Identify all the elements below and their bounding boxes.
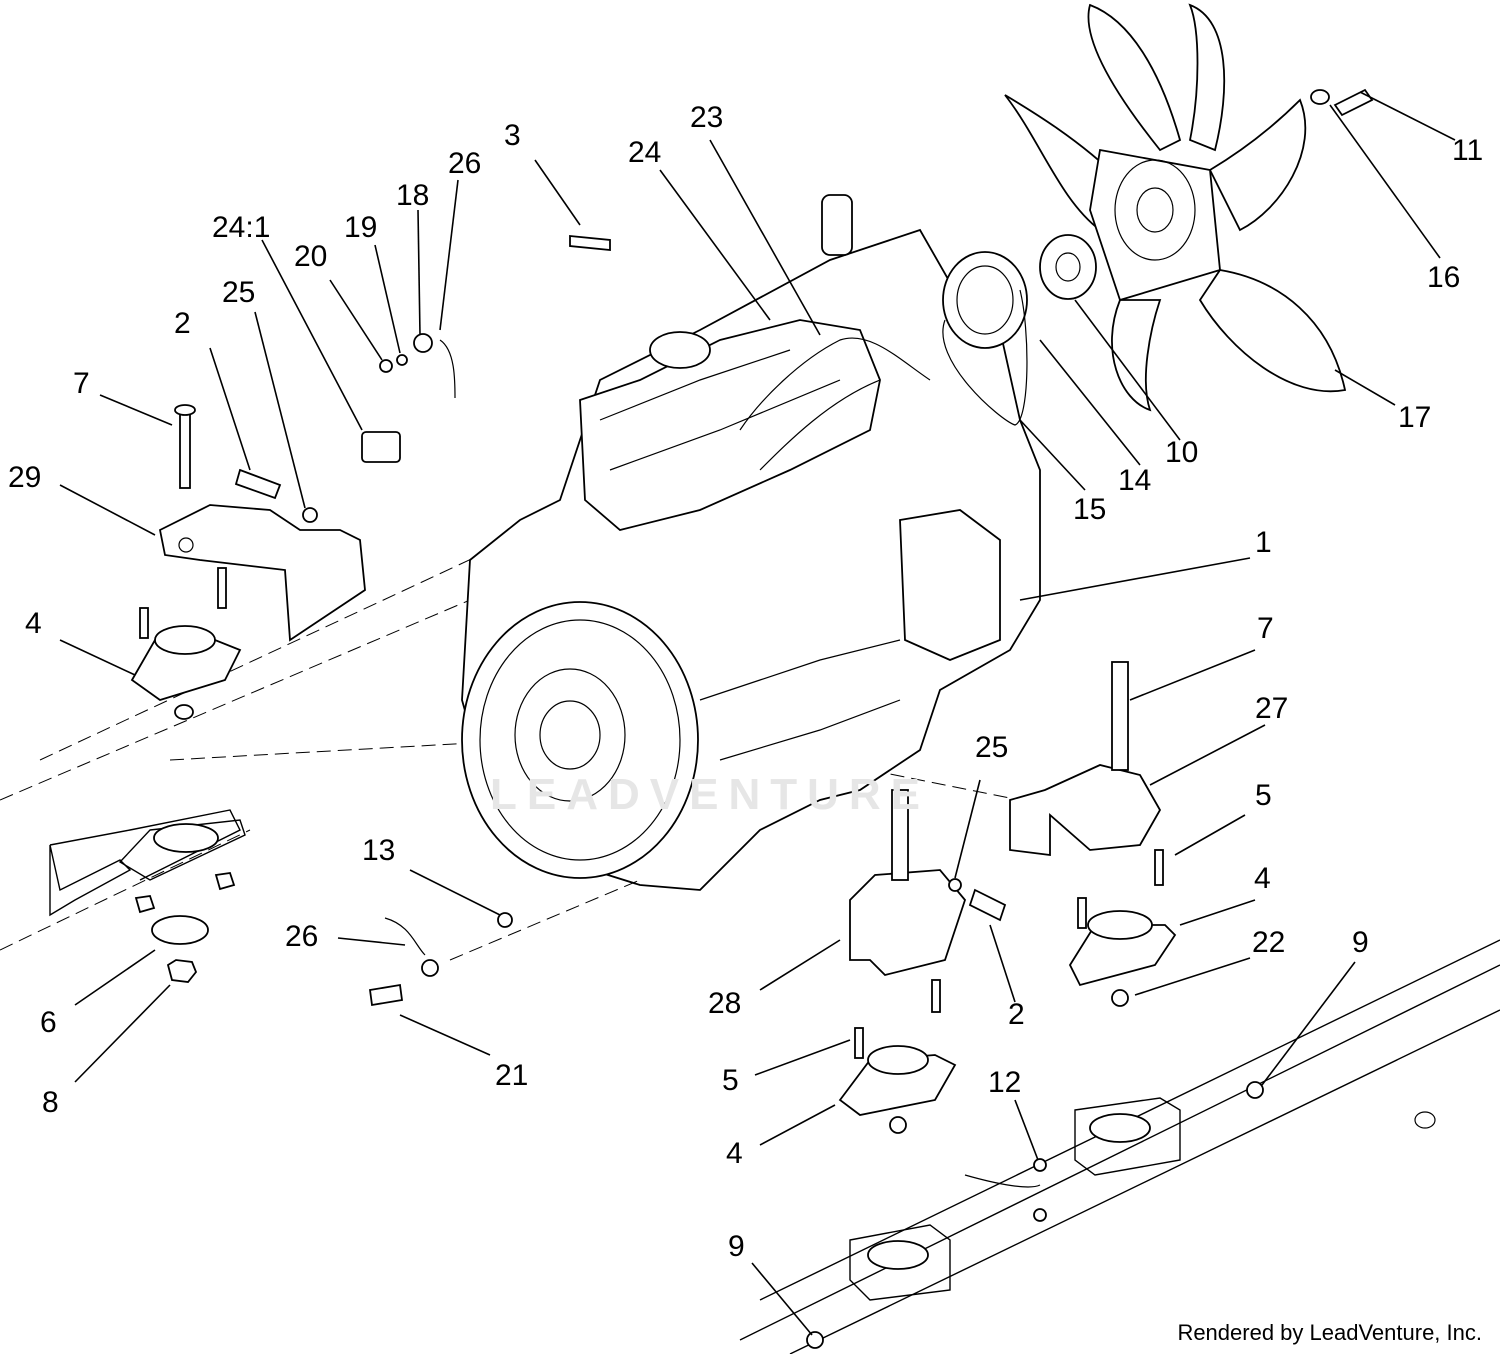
callout-10: 10 [1165,436,1198,469]
right-frame-rail [739,769,1500,1354]
left-bracket [158,504,366,642]
callout-2-right: 2 [1008,998,1025,1031]
callout-29: 29 [8,461,41,494]
callout-labels: 1 2 2 3 4 4 4 5 5 6 7 7 8 9 9 10 11 12 1… [8,101,1483,1263]
callout-16: 16 [1427,261,1460,294]
callout-5-upper: 5 [1255,779,1272,812]
cooling-fan [1004,3,1347,412]
engine-assembly [461,194,1097,891]
right-bracket-27 [1009,764,1162,857]
callout-22: 22 [1252,926,1285,959]
fan-pulley [942,251,1028,349]
callout-7-right: 7 [1257,612,1274,645]
callout-27: 27 [1255,692,1288,725]
callout-4-right-upper: 4 [1254,862,1271,895]
hardware [130,88,1374,1349]
callout-5-lower: 5 [722,1064,739,1097]
right-bracket-28 [849,869,967,976]
callout-23: 23 [690,101,723,134]
callout-6: 6 [40,1006,57,1039]
flywheel [461,601,699,879]
callout-4-right-lower: 4 [726,1137,743,1170]
callout-7-left: 7 [73,367,90,400]
callout-28: 28 [708,987,741,1020]
callout-12: 12 [988,1066,1021,1099]
watermark: LEADVENTURE [490,770,931,819]
callout-24: 24 [628,136,661,169]
callout-24-1: 24:1 [212,211,270,244]
render-credit: Rendered by LeadVenture, Inc. [1177,1320,1482,1345]
callout-9-lower: 9 [728,1230,745,1263]
callout-8: 8 [42,1086,59,1119]
callout-20: 20 [294,240,327,273]
callout-25-left: 25 [222,276,255,309]
callout-11: 11 [1452,134,1483,167]
callout-3: 3 [504,119,521,152]
callout-19: 19 [344,211,377,244]
callout-1: 1 [1255,526,1272,559]
callout-17: 17 [1398,401,1431,434]
drive-belt [942,289,1028,426]
callout-14: 14 [1118,464,1151,497]
callout-26-top: 26 [448,147,481,180]
callout-15: 15 [1073,493,1106,526]
callout-21: 21 [495,1059,528,1092]
callout-9-upper: 9 [1352,926,1369,959]
callout-18: 18 [396,179,429,212]
leader-lines [59,91,1456,1336]
callout-13: 13 [362,834,395,867]
spacer [1039,234,1097,300]
callout-2-left: 2 [174,307,191,340]
callout-26-bottom: 26 [285,920,318,953]
callout-4-left: 4 [25,607,42,640]
callout-25-right: 25 [975,731,1008,764]
